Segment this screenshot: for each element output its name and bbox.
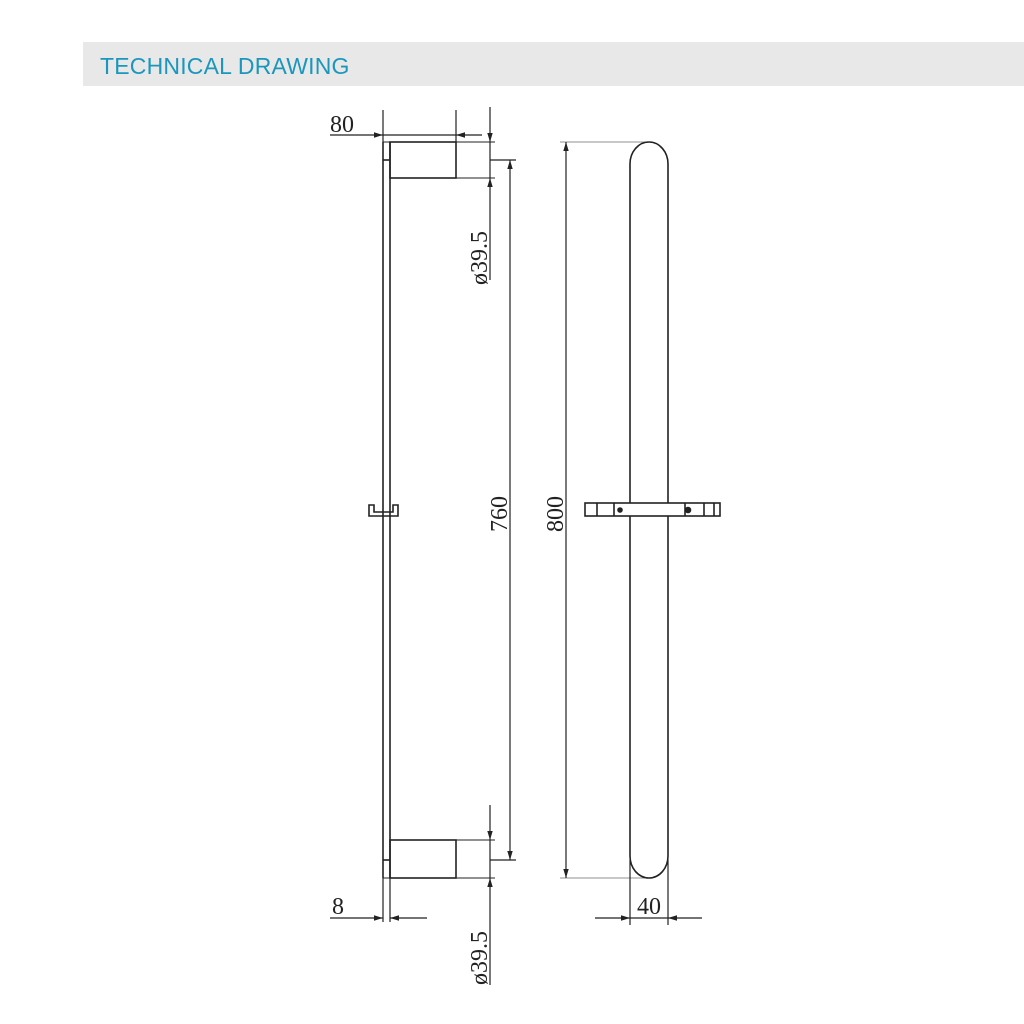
label-40: 40 <box>637 894 661 920</box>
dimension-800 <box>560 141 645 879</box>
label-bottom-diameter: ø39.5 <box>467 931 493 985</box>
dimension-80 <box>330 110 482 142</box>
side-view-rail <box>382 142 391 878</box>
dimension-8 <box>330 878 427 922</box>
label-top-diameter: ø39.5 <box>467 231 493 285</box>
label-8: 8 <box>332 894 344 920</box>
top-wall-bracket <box>383 141 495 179</box>
bottom-wall-bracket <box>383 839 495 879</box>
section-title: TECHNICAL DRAWING <box>100 53 350 79</box>
section-header: TECHNICAL DRAWING <box>83 42 1024 86</box>
label-760: 760 <box>487 496 513 532</box>
dimension-760 <box>490 159 516 861</box>
front-view-slider <box>584 502 721 517</box>
side-view-slider <box>368 504 399 517</box>
label-800: 800 <box>543 496 569 532</box>
dimension-40 <box>595 860 702 925</box>
label-80: 80 <box>330 112 354 138</box>
